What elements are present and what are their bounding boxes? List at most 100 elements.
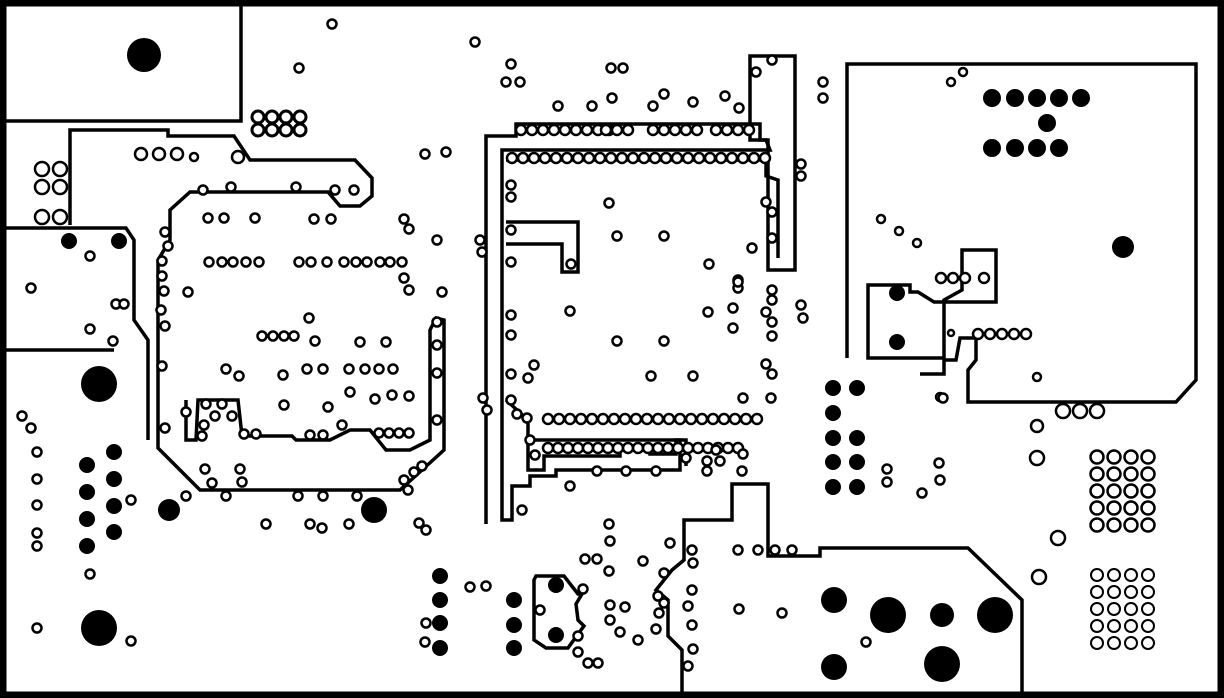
solid-pad (79, 538, 95, 554)
via-ring (1124, 602, 1138, 616)
via-ring (169, 146, 185, 162)
via-ring (564, 305, 576, 317)
via-ring (534, 604, 546, 616)
via-ring (766, 284, 778, 296)
via-ring (33, 178, 51, 196)
via-ring (1140, 483, 1156, 499)
via-ring (687, 557, 699, 569)
via-ring (250, 122, 266, 138)
via-ring (278, 330, 290, 342)
via-ring (402, 484, 414, 496)
via-ring (687, 643, 699, 655)
via-ring (645, 370, 657, 382)
via-ring (218, 212, 230, 224)
via-ring (720, 123, 734, 137)
via-ring (766, 232, 778, 244)
via-ring (474, 234, 486, 246)
via-ring (746, 242, 758, 254)
via-ring (403, 223, 415, 235)
via-ring (977, 271, 991, 285)
via-ring (476, 246, 488, 258)
via-ring (686, 619, 698, 631)
via-ring (505, 256, 517, 268)
via-ring (227, 256, 239, 268)
via-ring (188, 151, 200, 163)
via-ring (766, 316, 778, 328)
via-ring (684, 412, 698, 426)
via-ring (278, 399, 290, 411)
via-ring (336, 419, 348, 431)
via-ring (1089, 500, 1105, 516)
via-ring (264, 109, 280, 125)
via-ring (732, 544, 744, 556)
via-ring (658, 88, 670, 100)
via-ring (658, 597, 670, 609)
via-ring (710, 444, 722, 456)
via-ring (505, 309, 517, 321)
outline-right-top-pour (845, 62, 1198, 404)
via-ring (516, 151, 530, 165)
solid-pad (1050, 89, 1068, 107)
via-ring (709, 123, 723, 137)
via-ring (225, 181, 237, 193)
via-ring (386, 389, 398, 401)
via-ring (1123, 500, 1139, 516)
solid-pad (849, 380, 865, 396)
via-ring (293, 256, 305, 268)
via-ring (1140, 449, 1156, 465)
via-ring (937, 392, 949, 404)
via-ring (769, 544, 781, 556)
via-ring (1124, 568, 1138, 582)
solid-pad (930, 603, 954, 627)
via-ring (505, 191, 517, 203)
solid-pad (825, 430, 841, 446)
solid-pad (81, 610, 117, 646)
via-ring (577, 583, 589, 595)
via-ring (687, 370, 699, 382)
via-ring (679, 123, 693, 137)
via-ring (610, 123, 624, 137)
via-ring (760, 306, 772, 318)
outline-small-loop (532, 574, 587, 650)
via-ring (881, 463, 893, 475)
solid-pad (432, 568, 448, 584)
via-ring (1141, 568, 1155, 582)
via-ring (580, 123, 594, 137)
via-ring (118, 298, 130, 310)
via-ring (983, 327, 997, 341)
via-ring (571, 151, 585, 165)
via-ring (686, 544, 698, 556)
solid-pad (825, 479, 841, 495)
via-ring (107, 335, 119, 347)
via-ring (765, 392, 777, 404)
via-ring (304, 518, 316, 530)
via-ring (1141, 585, 1155, 599)
via-ring (322, 401, 334, 413)
via-ring (599, 123, 613, 137)
via-ring (317, 429, 329, 441)
via-ring (33, 208, 51, 226)
via-ring (505, 179, 517, 191)
via-ring (1089, 483, 1105, 499)
via-ring (260, 518, 272, 530)
via-ring (1124, 636, 1138, 650)
via-ring (521, 412, 533, 424)
via-ring (1140, 517, 1156, 533)
via-ring (206, 477, 218, 489)
via-ring (591, 465, 603, 477)
via-ring (326, 18, 338, 30)
via-ring (151, 146, 167, 162)
via-ring (1007, 327, 1021, 341)
via-ring (431, 339, 443, 351)
via-ring (766, 206, 778, 218)
via-ring (728, 412, 742, 426)
via-ring (758, 151, 772, 165)
via-ring (619, 601, 631, 613)
via-ring (682, 660, 694, 672)
via-ring (571, 441, 585, 455)
via-ring (292, 109, 308, 125)
via-ring (650, 465, 662, 477)
via-ring (603, 565, 615, 577)
via-and-pad-layer (16, 18, 1156, 682)
via-ring (670, 151, 684, 165)
